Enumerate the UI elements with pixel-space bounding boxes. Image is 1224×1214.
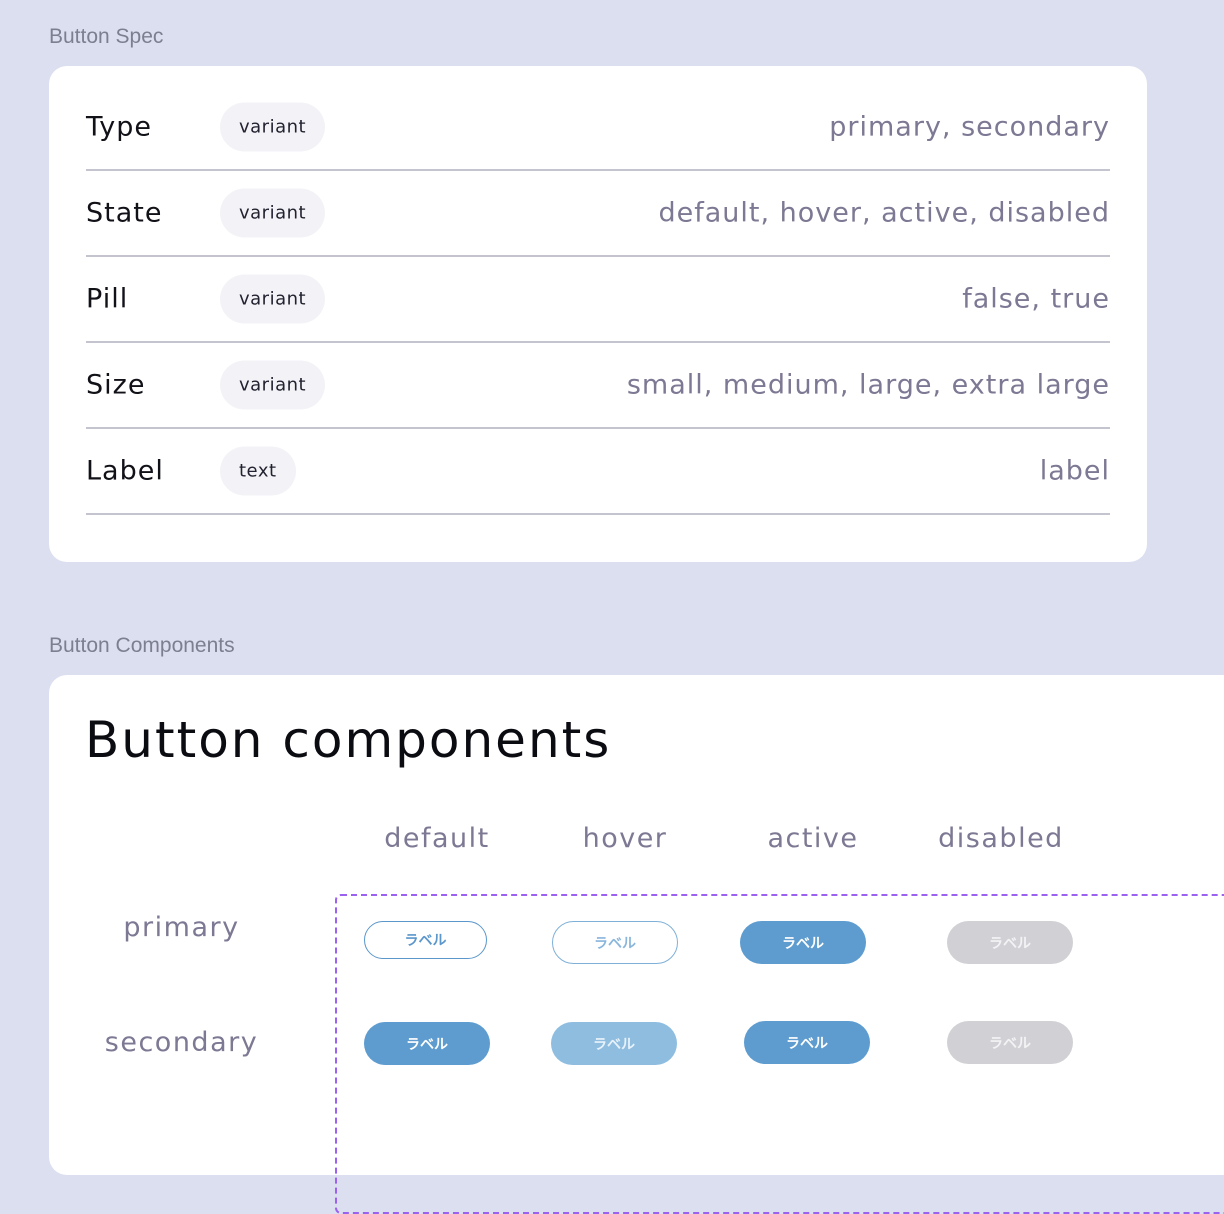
spec-row-name: State — [86, 197, 163, 229]
components-title: Button components — [85, 711, 612, 769]
spec-row-state: State variant default, hover, active, di… — [86, 171, 1110, 257]
spec-row-type: Type variant primary, secondary — [86, 85, 1110, 171]
spec-row-name: Size — [86, 369, 146, 401]
primary-disabled-button: ラベル — [947, 921, 1073, 964]
primary-active-button[interactable]: ラベル — [740, 921, 866, 964]
section-label-button-spec: Button Spec — [49, 25, 164, 48]
primary-hover-button[interactable]: ラベル — [552, 921, 678, 964]
spec-row-pill: Pill variant false, true — [86, 257, 1110, 343]
spec-row-values: small, medium, large, extra large — [626, 369, 1110, 401]
spec-row-values: label — [1039, 455, 1110, 487]
column-header-disabled: disabled — [938, 823, 1064, 854]
column-header-hover: hover — [582, 823, 668, 854]
section-label-button-components: Button Components — [49, 634, 235, 657]
secondary-default-button[interactable]: ラベル — [364, 1022, 490, 1065]
secondary-active-button[interactable]: ラベル — [744, 1021, 870, 1064]
spec-row-kind-chip: variant — [220, 102, 326, 152]
spec-row-size: Size variant small, medium, large, extra… — [86, 343, 1110, 429]
spec-row-name: Type — [86, 111, 153, 143]
spec-row-kind-chip: text — [220, 446, 296, 496]
secondary-disabled-button: ラベル — [947, 1021, 1073, 1064]
spec-row-values: default, hover, active, disabled — [658, 197, 1110, 229]
column-header-active: active — [767, 823, 859, 854]
row-header-secondary: secondary — [104, 1027, 259, 1058]
spec-row-name: Pill — [86, 283, 129, 315]
button-spec-card: Type variant primary, secondary State va… — [49, 66, 1147, 562]
button-components-card: Button components default hover active d… — [49, 675, 1224, 1214]
spec-row-name: Label — [86, 455, 164, 487]
spec-row-values: primary, secondary — [829, 111, 1110, 143]
column-header-default: default — [384, 823, 490, 854]
primary-default-button[interactable]: ラベル — [364, 921, 487, 959]
spec-row-kind-chip: variant — [220, 360, 326, 410]
spec-row-kind-chip: variant — [220, 188, 326, 238]
spec-row-values: false, true — [962, 283, 1110, 315]
spec-row-label: Label text label — [86, 429, 1110, 515]
spec-row-kind-chip: variant — [220, 274, 326, 324]
secondary-hover-button[interactable]: ラベル — [551, 1022, 677, 1065]
row-header-primary: primary — [123, 912, 240, 943]
